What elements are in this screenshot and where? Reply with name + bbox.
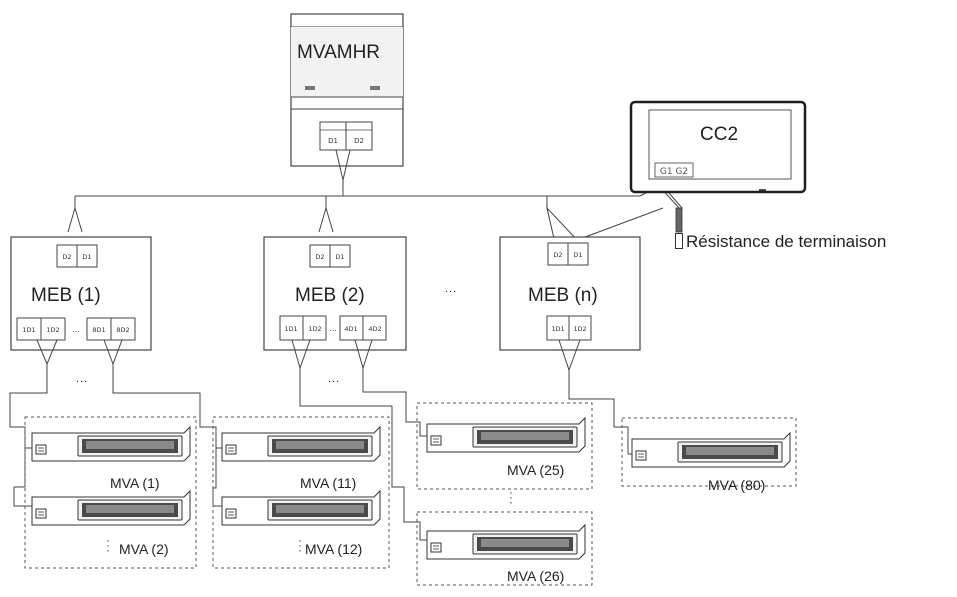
- meb-terminal-label: D2: [62, 253, 71, 261]
- hrv-terminal-label: D2: [354, 137, 364, 145]
- mva-label: MVA (26): [507, 568, 565, 584]
- termination-text: Résistance de terminaison: [686, 232, 887, 251]
- meb-label: MEB (2): [295, 285, 365, 306]
- mva-label: MVA (11): [300, 475, 357, 491]
- vertical-ellipsis: ···: [298, 535, 302, 557]
- meb-2: D2 D1 1D1 1D2 ... 4D1 4D2: [263, 236, 407, 351]
- meb-label: MEB (n): [528, 285, 598, 306]
- termination-resistor-label: Résistance de terminaison: [675, 233, 886, 250]
- indoor-unit-mva-2: [31, 490, 191, 526]
- meb-terminal-label: D2: [553, 251, 562, 259]
- meb-terminal-label: D1: [335, 253, 344, 261]
- meb-terminal-label: 1D1: [284, 325, 297, 333]
- ellipsis: ...: [76, 373, 89, 385]
- meb-terminal-label: 1D2: [308, 325, 321, 333]
- meb-label: MEB (1): [31, 285, 101, 306]
- ellipsis: ...: [329, 324, 337, 333]
- meb-terminal-label: 1D1: [22, 326, 35, 334]
- meb-n: D2 D1 1D1 1D2: [499, 236, 641, 351]
- indoor-unit-mva-26: [426, 524, 586, 560]
- vertical-ellipsis: ···: [106, 535, 110, 557]
- meb-1: D2 D1 1D1 1D2 ... 8D1 8D2: [10, 236, 152, 351]
- controller-cc2: G1 G2: [629, 100, 807, 233]
- hrv-unit: D1 D2: [290, 13, 404, 181]
- indoor-unit-mva-1: [31, 426, 191, 462]
- meb-terminal-label: 1D2: [46, 326, 59, 334]
- unit-groups: [24, 402, 797, 586]
- mva-label: MVA (1): [110, 475, 160, 491]
- mva-label: MVA (12): [305, 541, 363, 557]
- meb-terminal-label: D1: [82, 253, 91, 261]
- vertical-ellipsis: ···: [509, 487, 513, 509]
- indoor-unit-mva-80: [631, 432, 791, 468]
- meb-terminal-label: 1D1: [551, 325, 564, 333]
- meb-terminal-label: 8D2: [116, 326, 129, 334]
- mva-label: MVA (25): [507, 462, 565, 478]
- controller-terminal-label: G1 G2: [660, 167, 688, 177]
- main-bus: [67, 180, 683, 244]
- meb-terminal-label: D2: [315, 253, 324, 261]
- meb-terminal-label: 8D1: [92, 326, 105, 334]
- indoor-unit-mva-25: [426, 417, 586, 453]
- hrv-label: MVAMHR: [297, 42, 381, 63]
- ellipsis: ...: [445, 283, 458, 295]
- ellipsis: ...: [72, 325, 80, 334]
- meb-terminal-label: 1D2: [573, 325, 586, 333]
- mva-label: MVA (80): [708, 477, 766, 493]
- indoor-unit-mva-11: [221, 426, 381, 462]
- indoor-unit-mva-12: [221, 490, 381, 526]
- hrv-terminal-label: D1: [328, 137, 338, 145]
- resistor-icon: [675, 233, 683, 249]
- controller-label: CC2: [700, 124, 739, 145]
- mva-label: MVA (2): [119, 541, 169, 557]
- ellipsis: ...: [328, 373, 341, 385]
- meb-terminal-label: 4D1: [344, 325, 357, 333]
- meb-terminal-label: D1: [573, 251, 582, 259]
- meb-terminal-label: 4D2: [368, 325, 381, 333]
